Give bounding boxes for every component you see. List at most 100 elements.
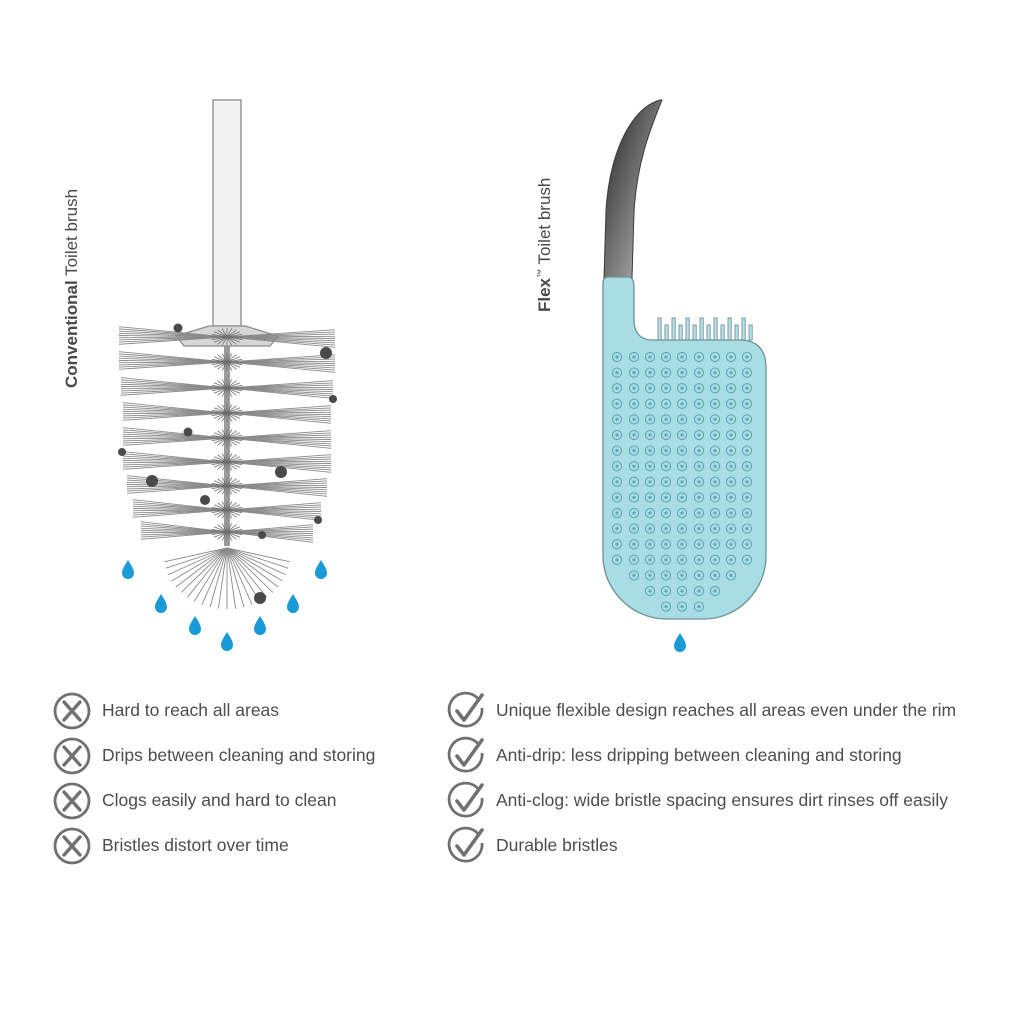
- silicone-stud: [676, 429, 688, 441]
- silicone-stud: [709, 554, 721, 565]
- benefit-text: Unique flexible design reaches all areas…: [496, 700, 957, 720]
- silicone-stud: [693, 570, 705, 581]
- conventional-label-bold: Conventional: [62, 280, 81, 388]
- silicone-stud: [693, 351, 705, 363]
- silicone-stud: [725, 383, 737, 394]
- silicone-stud: [628, 554, 640, 565]
- bristle-tier: [120, 377, 334, 399]
- silicone-stud: [741, 445, 753, 456]
- silicone-stud: [725, 539, 737, 550]
- silicone-stud: [693, 492, 705, 503]
- silicone-stud: [725, 492, 737, 503]
- water-drop-icon: [315, 560, 327, 579]
- bristle-tier: [122, 427, 332, 449]
- list-item: Durable bristles: [446, 823, 956, 868]
- silicone-stud: [741, 414, 753, 425]
- silicone-stud: [741, 492, 753, 503]
- bristle-fan: [164, 547, 290, 610]
- check-circle-icon: [447, 691, 484, 727]
- cross-circle-icon: [53, 827, 91, 864]
- silicone-stud: [741, 507, 753, 519]
- silicone-stud: [676, 351, 688, 363]
- silicone-stud: [741, 383, 753, 394]
- silicone-stud: [644, 539, 656, 550]
- dirt-particle: [200, 495, 210, 505]
- silicone-stud: [628, 414, 640, 425]
- silicone-stud: [660, 476, 672, 487]
- silicone-stud: [725, 367, 737, 378]
- bristle-tier: [140, 521, 314, 543]
- brush-illustrations: [118, 99, 767, 652]
- silicone-stud: [611, 351, 623, 363]
- silicone-stud: [611, 398, 623, 409]
- silicone-stud: [628, 367, 640, 378]
- silicone-stud: [693, 398, 705, 409]
- flex-label: Flex™ Toilet brush: [535, 178, 555, 312]
- silicone-stud: [725, 351, 737, 363]
- silicone-stud: [611, 367, 623, 378]
- silicone-stud: [693, 367, 705, 378]
- silicone-stud: [628, 507, 640, 519]
- silicone-stud: [693, 585, 705, 597]
- benefit-text: Anti-drip: less dripping between cleanin…: [496, 745, 902, 765]
- silicone-stud: [741, 429, 753, 441]
- silicone-stud: [628, 383, 640, 394]
- silicone-stud: [725, 570, 737, 581]
- dirt-particle: [254, 592, 266, 604]
- silicone-stud: [709, 398, 721, 409]
- silicone-stud: [709, 507, 721, 519]
- silicone-stud: [660, 554, 672, 565]
- dirt-particle: [118, 448, 126, 456]
- conventional-drawbacks-list: Hard to reach all areas Drips between cl…: [52, 688, 375, 868]
- list-item: Anti-clog: wide bristle spacing ensures …: [446, 778, 956, 823]
- bristle-tier: [118, 351, 336, 373]
- silicone-stud: [676, 414, 688, 425]
- rim-bristle: [678, 324, 683, 341]
- water-drop-icon: [221, 632, 233, 651]
- conventional-label-rest: Toilet brush: [62, 188, 81, 281]
- silicone-stud: [660, 601, 672, 612]
- silicone-stud: [644, 507, 656, 519]
- silicone-stud: [644, 585, 656, 597]
- silicone-stud: [660, 570, 672, 581]
- silicone-stud: [660, 351, 672, 363]
- silicone-stud: [709, 585, 721, 597]
- silicone-stud: [660, 507, 672, 519]
- silicone-stud: [725, 476, 737, 487]
- silicone-stud: [676, 554, 688, 565]
- silicone-stud: [644, 476, 656, 487]
- check-circle-icon: [447, 781, 484, 817]
- silicone-stud: [644, 429, 656, 441]
- silicone-stud: [660, 367, 672, 378]
- silicone-stud: [725, 429, 737, 441]
- silicone-stud: [660, 539, 672, 550]
- rim-bristle: [720, 324, 725, 341]
- silicone-stud: [725, 398, 737, 409]
- silicone-stud: [741, 476, 753, 487]
- silicone-stud: [644, 492, 656, 503]
- silicone-stud: [644, 554, 656, 565]
- silicone-stud: [611, 383, 623, 394]
- silicone-stud: [676, 585, 688, 597]
- silicone-stud: [644, 383, 656, 394]
- silicone-stud: [611, 429, 623, 441]
- silicone-stud: [676, 461, 688, 472]
- silicone-stud: [611, 554, 623, 565]
- silicone-stud: [660, 523, 672, 534]
- check-circle-icon: [447, 736, 484, 772]
- silicone-stud: [628, 351, 640, 363]
- silicone-stud: [611, 461, 623, 472]
- silicone-stud: [676, 476, 688, 487]
- bristle-tier: [122, 451, 332, 473]
- silicone-stud: [741, 367, 753, 378]
- list-item: Anti-drip: less dripping between cleanin…: [446, 733, 956, 778]
- silicone-stud: [693, 523, 705, 534]
- silicone-stud: [660, 414, 672, 425]
- silicone-stud: [725, 461, 737, 472]
- rim-bristle: [748, 324, 753, 341]
- drawback-text: Bristles distort over time: [102, 835, 289, 855]
- silicone-stud: [741, 554, 753, 565]
- silicone-stud: [741, 398, 753, 409]
- flex-handle: [603, 99, 663, 279]
